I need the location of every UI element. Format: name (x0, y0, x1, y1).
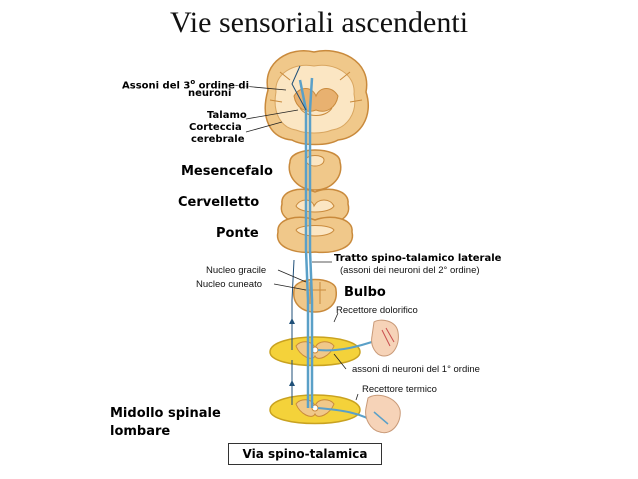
label-medulla: Bulbo (344, 285, 386, 300)
brain-section (264, 50, 369, 146)
ascending-tract (298, 77, 314, 408)
direction-arrows (289, 318, 295, 386)
label-cerebellum: Cervelletto (178, 195, 260, 210)
lumbar-spinal-section (269, 394, 361, 425)
pain-receptor-skin (371, 319, 399, 357)
slide-title: Vie sensoriali ascendenti (169, 6, 469, 39)
midbrain-section (288, 149, 342, 191)
caption-spinothalamic: Via spino-talamica (228, 443, 382, 465)
label-pain-receptor: Recettore dolorifico (336, 305, 418, 316)
label-cortex-line2: cerebrale (191, 134, 245, 145)
label-thalamus: Talamo (207, 110, 247, 121)
label-lateral-tract-sub: (assoni dei neuroni del 2° ordine) (340, 265, 480, 276)
label-nucleus-cuneatus: Nucleo cuneato (196, 279, 263, 290)
label-first-order-axons: assoni di neuroni del 1° ordine (352, 364, 480, 375)
leader-lines (231, 84, 359, 401)
upper-spinal-section (269, 336, 361, 367)
label-thermal-receptor: Recettore termico (362, 384, 437, 395)
label-nucleus-gracilis: Nucleo gracile (206, 265, 267, 276)
label-cortex-line1: Corteccia (189, 122, 242, 133)
pons-section (276, 216, 354, 254)
label-lateral-tract: Tratto spino-talamico laterale (334, 253, 502, 264)
label-third-order-axons: Assoni del 3o ordine di (122, 78, 250, 92)
label-midbrain: Mesencefalo (181, 164, 273, 179)
label-pons: Ponte (216, 226, 259, 241)
label-lumbar-line2: lombare (110, 424, 171, 439)
medulla-section (293, 278, 337, 313)
label-third-order-axons-line2: neuroni (188, 88, 232, 99)
label-lumbar-line1: Midollo spinale (110, 406, 221, 421)
thermal-receptor-skin (365, 394, 401, 434)
